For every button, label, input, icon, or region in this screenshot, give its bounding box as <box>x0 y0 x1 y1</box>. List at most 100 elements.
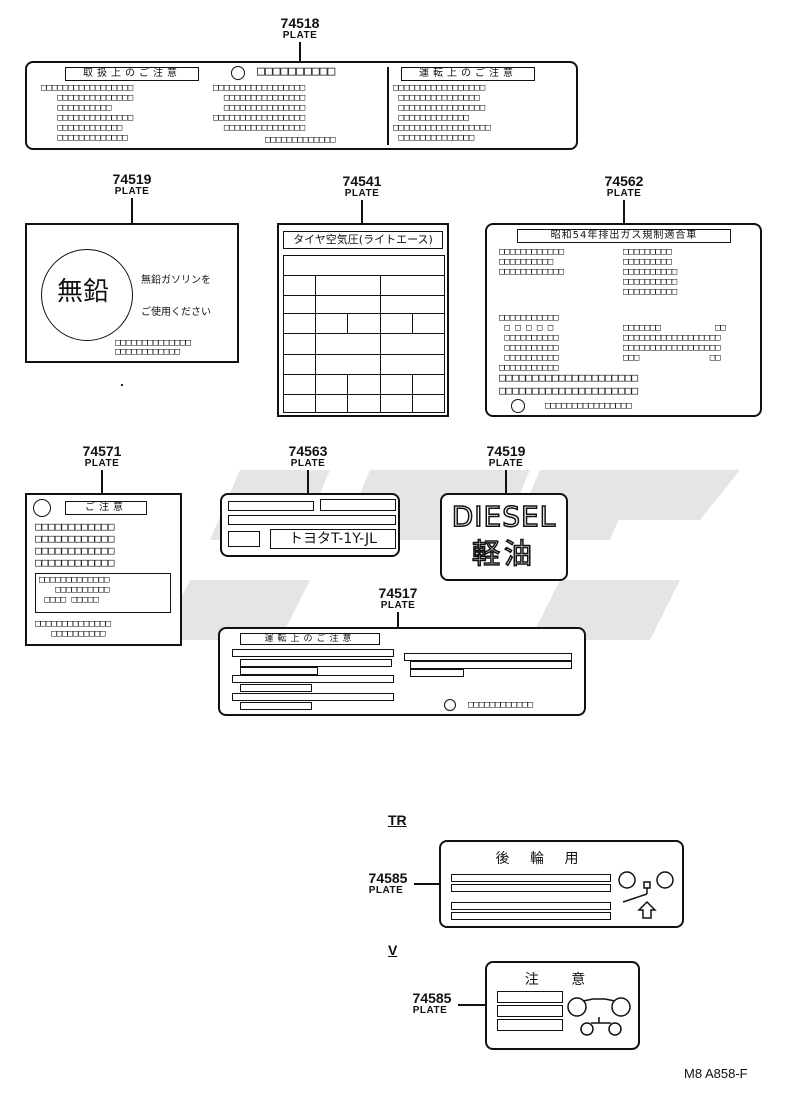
diesel-jp-text: 軽油 <box>471 536 536 571</box>
v-caution-bar1 <box>497 991 563 1003</box>
plate-74518: 取扱上のご注意 □□□□□□□□□□ 運転上のご注意 □□□□□□□□□□□□□… <box>25 61 578 150</box>
plate-label-74563: PLATE <box>290 458 326 469</box>
tire-pressure-table <box>282 254 446 414</box>
caution-inner-box <box>35 573 171 613</box>
unleaded-cells: □□□□□□□□□□□□□□□□□□□□□□□□□□ <box>115 338 191 357</box>
emission-circle <box>511 399 525 413</box>
plate-label-74585-v: PLATE <box>412 1005 448 1016</box>
plate-74517: 運転上のご注意 □□□□□□□□□□□□ <box>218 627 586 716</box>
model-plate-box3 <box>228 531 260 547</box>
leader-74518 <box>299 42 301 62</box>
part-number-74517: 74517 <box>378 585 418 601</box>
leader-74562 <box>623 200 625 224</box>
leader-74541 <box>361 200 363 224</box>
emission-cells-ml: □□□□□□□□□□□ □ □ □ □ □ □□□□□□□□□□ □□□□□□□… <box>499 313 559 373</box>
rear-wheel-diagram-icon <box>618 871 674 919</box>
plate-74518-divider <box>387 67 389 145</box>
emission-cells-mr: □□□□□□□ □□□□□□□□□□□□□□□□□□□□□□□□□□□□□□□□… <box>623 323 726 363</box>
plate-74585-tr: 後 輪 用 <box>439 840 684 928</box>
plate-74518-cells-top: □□□□□□□□□□ <box>257 64 336 79</box>
unleaded-circle-text: 無鉛 <box>57 277 110 307</box>
plate-74519-unleaded: 無鉛 無鉛ガソリンを ご使用ください □□□□□□□□□□□□□□□□□□□□□… <box>25 223 239 363</box>
unleaded-line2: ご使用ください <box>141 307 211 318</box>
v-caution-bar3 <box>497 1019 563 1031</box>
plate-74518-header-left: 取扱上のご注意 <box>65 67 199 81</box>
rear-wheel-bar1 <box>451 874 611 882</box>
plate-74518-header-right: 運転上のご注意 <box>401 67 535 81</box>
section-label-v: V <box>388 942 398 958</box>
emission-cells-tr: □□□□□□□□□□□□□□□□□□□□□□□□□□□□□□□□□□□□□□□□… <box>623 247 678 297</box>
part-number-74519-b: 74519 <box>486 443 526 459</box>
plate-74518-cells-mid: □□□□□□□□□□□□□□□□□ □□□□□□□□□□□□□□□ □□□□□□… <box>213 83 306 133</box>
leader-74585-v <box>458 1004 486 1006</box>
caution-circle <box>33 499 51 517</box>
unleaded-line1: 無鉛ガソリンを <box>141 275 211 286</box>
leader-74563 <box>307 470 309 494</box>
caution-cells-top: □□□□□□□□□□□□□□□□□□□□□□□□□□□□□□□□□□□□□□□□… <box>35 520 115 569</box>
emission-cells-tl: □□□□□□□□□□□□□□□□□□□□□□□□□□□□□□□□□□ <box>499 247 565 277</box>
emission-cells-bottom: □□□□□□□□□□□□□□□□□□□□□□□□□□□□□□□□□□□□□□□□… <box>499 371 639 397</box>
driving-caution-header: 運転上のご注意 <box>240 633 380 645</box>
rear-wheel-header: 後 輪 用 <box>495 851 587 867</box>
part-number-74585-v: 74585 <box>412 990 452 1006</box>
rear-wheel-bar4 <box>451 912 611 920</box>
plate-label-74519-a: PLATE <box>114 186 150 197</box>
emission-cells-last: □□□□□□□□□□□□□□□□ <box>545 401 632 411</box>
leader-74519-a <box>131 198 133 224</box>
plate-74517-bar-r2 <box>410 661 572 669</box>
plate-74517-bar-l2 <box>240 659 392 667</box>
plate-74518-cells-bottom: □□□□□□□□□□□□□ <box>265 135 336 145</box>
plate-label-74517: PLATE <box>380 600 416 611</box>
plate-74585-v: 注 意 <box>485 961 640 1050</box>
model-plate-text: トヨタT-1Y-JL <box>270 529 396 549</box>
footer-code: M8 A858-F <box>684 1066 748 1081</box>
plate-74518-cells-left: □□□□□□□□□□□□□□□□□ □□□□□□□□□□□□□□ □□□□□□□… <box>41 83 134 143</box>
plate-74517-bar-l7 <box>240 702 312 710</box>
unleaded-circle <box>41 249 133 341</box>
leader-74571 <box>101 470 103 494</box>
leader-74517 <box>397 612 399 628</box>
plate-74517-cells: □□□□□□□□□□□□ <box>468 700 534 710</box>
model-plate-box1 <box>228 501 314 511</box>
plate-label-74562: PLATE <box>606 188 642 199</box>
rear-wheel-bar2 <box>451 884 611 892</box>
part-number-74571: 74571 <box>82 443 122 459</box>
plate-74518-circle <box>231 66 245 80</box>
plate-74563: トヨタT-1Y-JL <box>220 493 400 557</box>
caution-cells-inner: □□□□□□□□□□□□□ □□□□□□□□□□ □□□□ □□□□□ <box>39 575 110 605</box>
part-number-74563: 74563 <box>288 443 328 459</box>
v-wheel-diagram-icon <box>567 997 631 1036</box>
part-number-74519-a: 74519 <box>112 171 152 187</box>
part-number-74562: 74562 <box>604 173 644 189</box>
section-label-tr: TR <box>388 812 407 828</box>
v-caution-bar2 <box>497 1005 563 1017</box>
plate-label-74571: PLATE <box>84 458 120 469</box>
plate-74517-bar-l1 <box>232 649 394 657</box>
leader-74585-tr <box>414 883 440 885</box>
plate-label-74519-b: PLATE <box>488 458 524 469</box>
plate-74517-bar-l4 <box>232 675 394 683</box>
part-number-74585-tr: 74585 <box>368 870 408 886</box>
part-number-74518: 74518 <box>280 15 320 31</box>
plate-74517-circle <box>444 699 456 711</box>
tire-pressure-header: タイヤ空気圧(ライトエース) <box>283 231 443 249</box>
plate-74517-bar-l6 <box>232 693 394 701</box>
plate-74562: 昭和54年排出ガス規制適合車 □□□□□□□□□□□□□□□□□□□□□□□□□… <box>485 223 762 417</box>
plate-74517-bar-l3 <box>240 667 318 675</box>
plate-74518-cells-right: □□□□□□□□□□□□□□□□□ □□□□□□□□□□□□□□□ □□□□□□… <box>393 83 491 143</box>
plate-74541: タイヤ空気圧(ライトエース) <box>277 223 449 417</box>
emission-header: 昭和54年排出ガス規制適合車 <box>517 229 731 243</box>
plate-label-74518: PLATE <box>282 30 318 41</box>
plate-74517-bar-r1 <box>404 653 572 661</box>
plate-label-74541: PLATE <box>344 188 380 199</box>
plate-label-74585-tr: PLATE <box>368 885 404 896</box>
caution-header: ご注意 <box>65 501 147 515</box>
plate-74571: ご注意 □□□□□□□□□□□□□□□□□□□□□□□□□□□□□□□□□□□□… <box>25 493 182 646</box>
rear-wheel-bar3 <box>451 902 611 910</box>
plate-74517-bar-r3 <box>410 669 464 677</box>
plate-74519-diesel: DIESEL 軽油 <box>440 493 568 581</box>
part-number-74541: 74541 <box>342 173 382 189</box>
plate-74517-bar-l5 <box>240 684 312 692</box>
model-plate-bar <box>228 515 396 525</box>
model-plate-box2 <box>320 499 396 511</box>
